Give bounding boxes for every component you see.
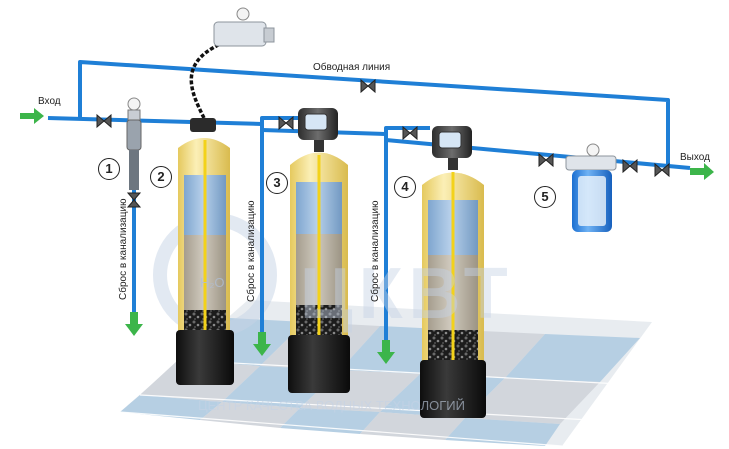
watermark-logo-text: ЦКВТ bbox=[300, 254, 514, 334]
outlet-label: Выход bbox=[680, 152, 710, 163]
drain-arrow-1 bbox=[125, 312, 143, 336]
outlet-arrow bbox=[690, 163, 714, 180]
stage-number-5: 5 bbox=[534, 186, 556, 208]
bypass-label: Обводная линия bbox=[313, 62, 391, 73]
inlet-label: Вход bbox=[38, 96, 61, 107]
stage-number-2: 2 bbox=[150, 166, 172, 188]
drain-label-1: Сброс в канализацию bbox=[118, 198, 129, 300]
stage-number-1: 1 bbox=[98, 158, 120, 180]
stage-number-4: 4 bbox=[394, 176, 416, 198]
drain-label-2: Сброс в канализацию bbox=[246, 200, 257, 302]
tiled-floor bbox=[119, 300, 652, 447]
stage-number-3: 3 bbox=[266, 172, 288, 194]
flow-arrows bbox=[20, 108, 714, 364]
watermark-h2o: H₂O bbox=[200, 275, 225, 290]
inlet-arrow bbox=[20, 108, 44, 124]
drain-arrow-3 bbox=[377, 340, 395, 364]
injector-device bbox=[189, 7, 275, 119]
tank-4 bbox=[420, 126, 486, 418]
prefilter-1 bbox=[126, 97, 142, 190]
drain-arrow-2 bbox=[253, 332, 271, 356]
tank-3 bbox=[288, 108, 350, 393]
bypass-line bbox=[78, 60, 670, 168]
drain-label-3: Сброс в канализацию bbox=[370, 200, 381, 302]
watermark-tagline: ЦЕНТР КАЧЕСТВА ВОДНЫХ ТЕХНОЛОГИЙ bbox=[198, 398, 465, 413]
cartridge-filter-5 bbox=[565, 143, 617, 232]
tank-2 bbox=[176, 118, 234, 385]
valves bbox=[96, 78, 670, 208]
